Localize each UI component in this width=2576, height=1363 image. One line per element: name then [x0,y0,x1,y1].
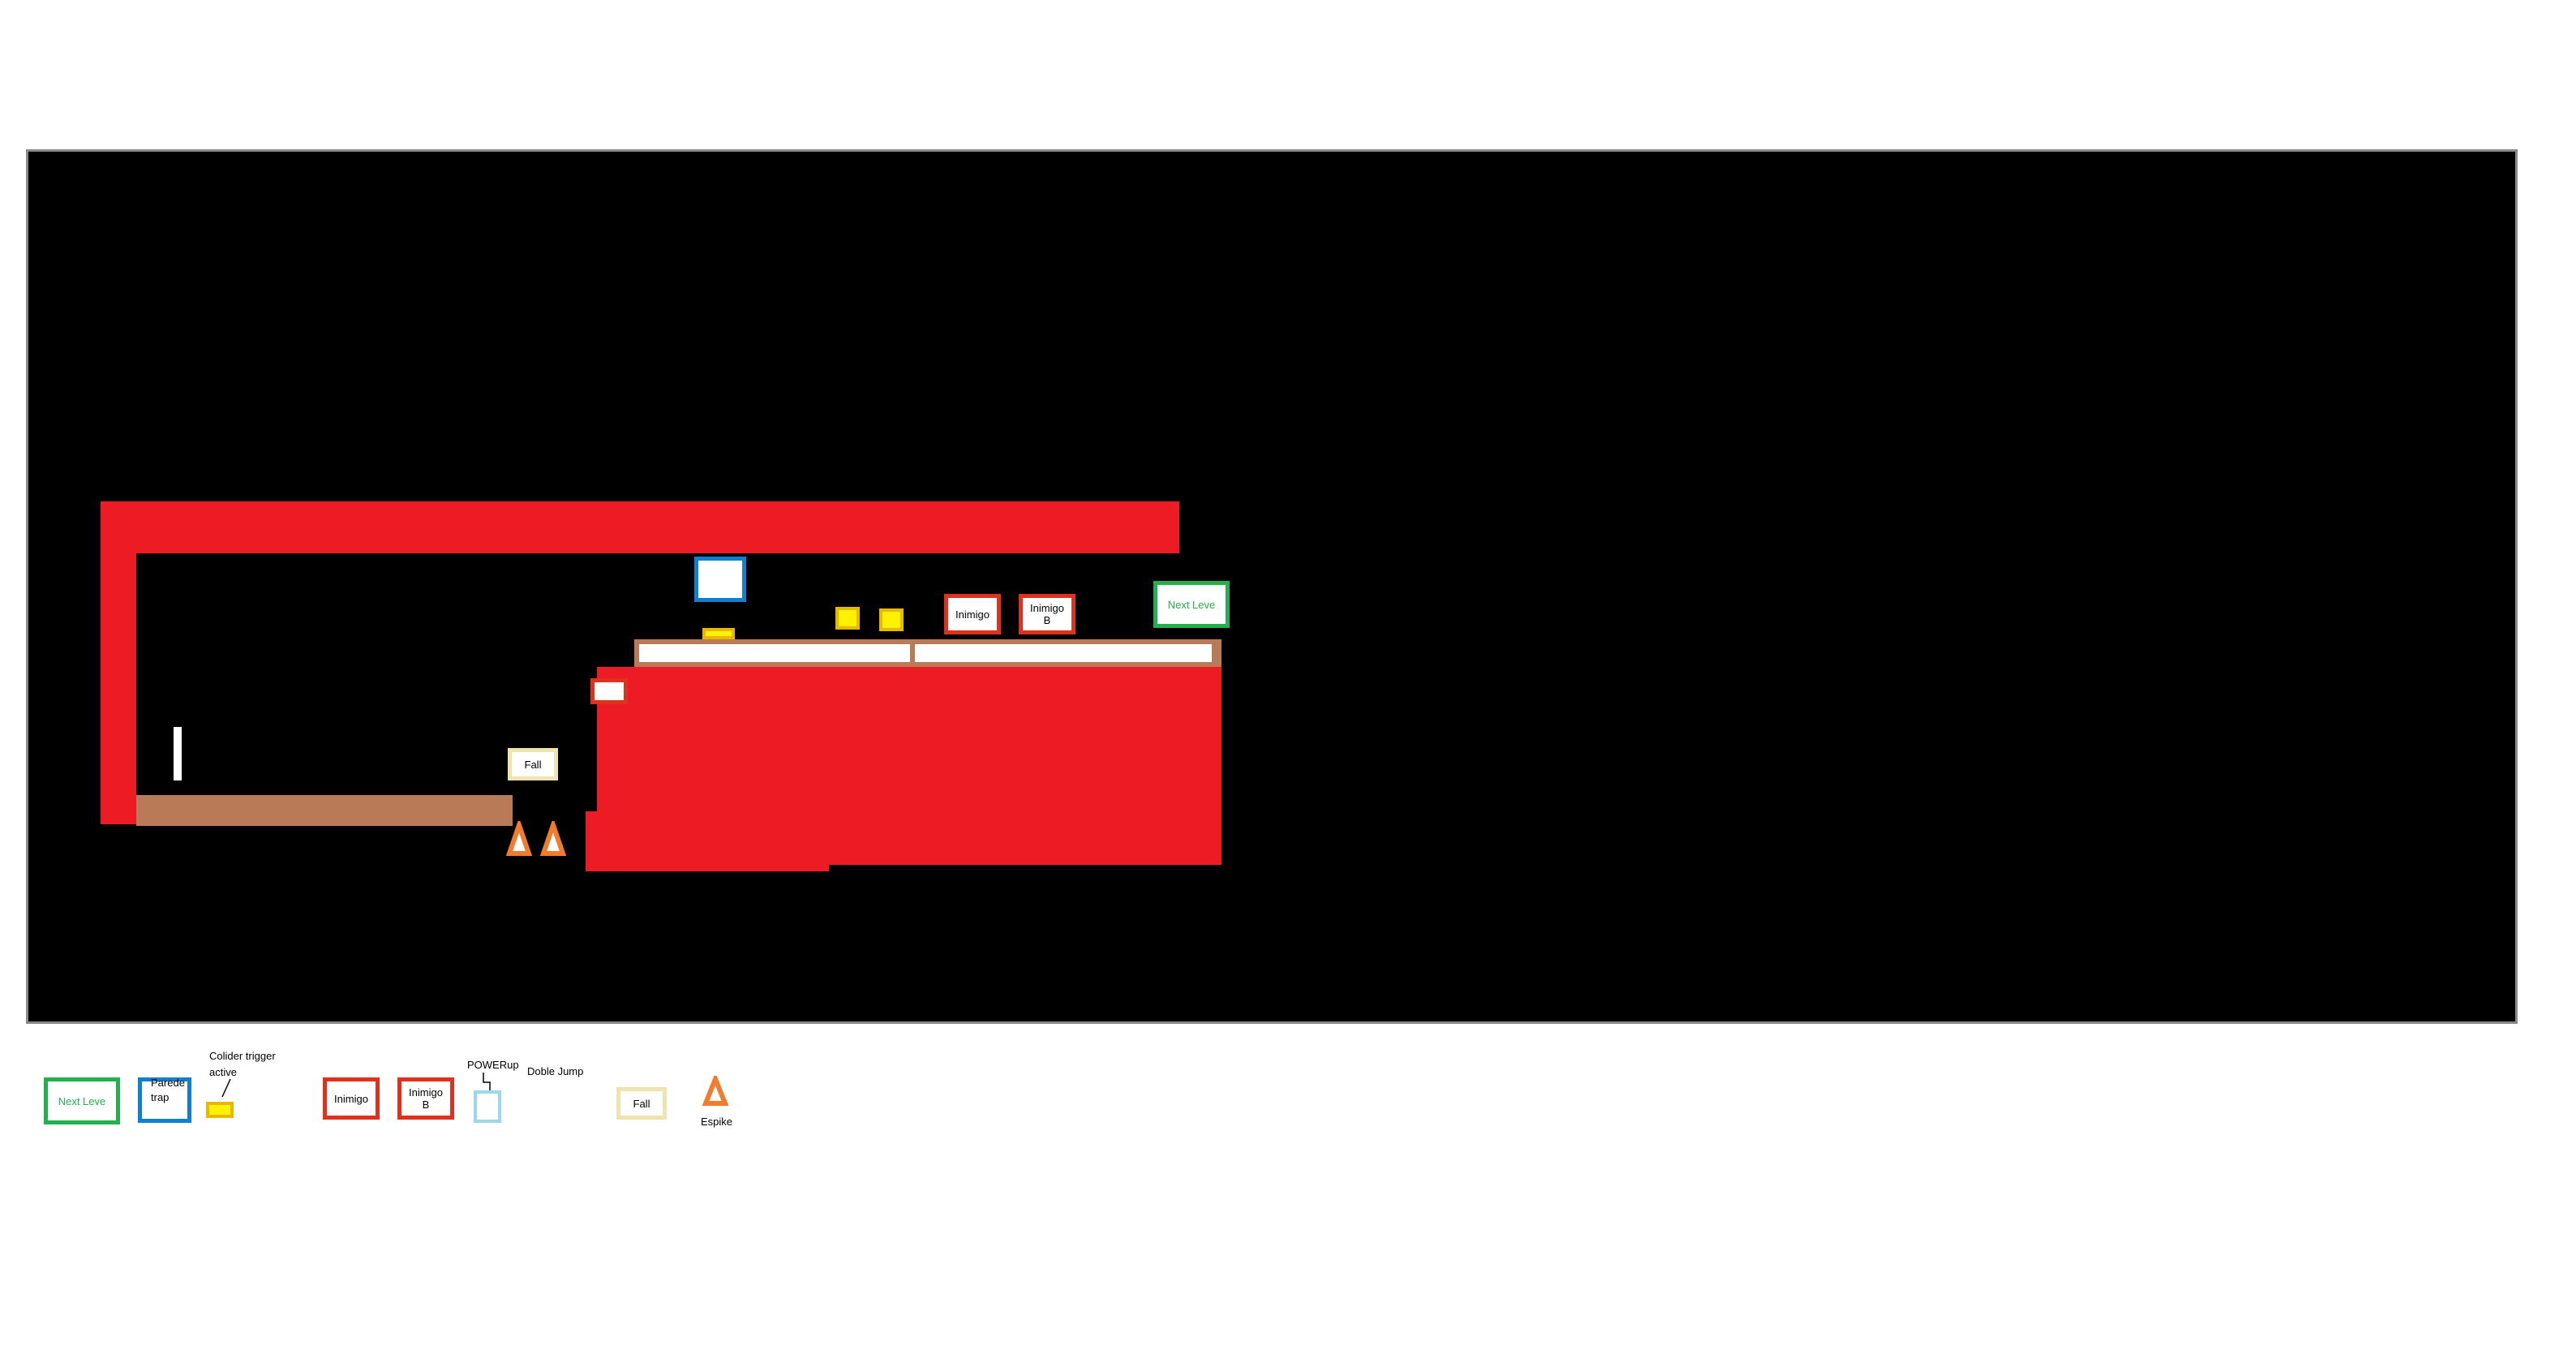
legend-powerup-box [474,1090,501,1123]
legend-spike-label: Espike [701,1116,733,1128]
level-canvas [26,149,2518,1024]
legend-enemy-b: Inimigo B [397,1077,454,1120]
white-pillar [174,727,182,780]
legend-double-jump-label: Doble Jump [527,1065,584,1077]
upper-floor-platform-2 [915,644,1212,662]
collider-trigger [835,607,860,630]
upper-floor-platform-1 [639,644,910,662]
enemy-inimigo-b: Inimigo B [1019,594,1075,634]
legend-wall-trap-label: Parede trap [151,1077,185,1103]
collider-trigger [879,608,904,631]
legend-collider-pointer [221,1078,231,1098]
spikes-group [506,821,567,856]
legend-spike-icon [702,1076,729,1106]
small-enemy-block [590,678,628,704]
spike-icon [506,821,533,856]
left-wall [101,501,136,824]
fall-zone: Fall [508,748,558,780]
collider-trigger [702,628,735,639]
legend-powerup-label: POWERup [467,1059,519,1071]
legend-fall: Fall [616,1087,667,1120]
next-level-portal: Next Leve [1153,581,1230,628]
legend-collider-label: Colider trigger active [209,1050,276,1078]
wall-trap [694,557,746,602]
legend-enemy: Inimigo [323,1077,380,1120]
top-wall [101,501,1179,553]
right-red-block-base [586,811,829,871]
spike-icon [539,821,567,856]
enemy-inimigo: Inimigo [944,594,1001,634]
legend-powerup-pointer [483,1073,491,1090]
legend-next-level: Next Leve [44,1077,120,1124]
legend-wall-trap-box [138,1077,191,1123]
legend-collider-box [206,1102,234,1118]
left-floor [136,795,513,826]
